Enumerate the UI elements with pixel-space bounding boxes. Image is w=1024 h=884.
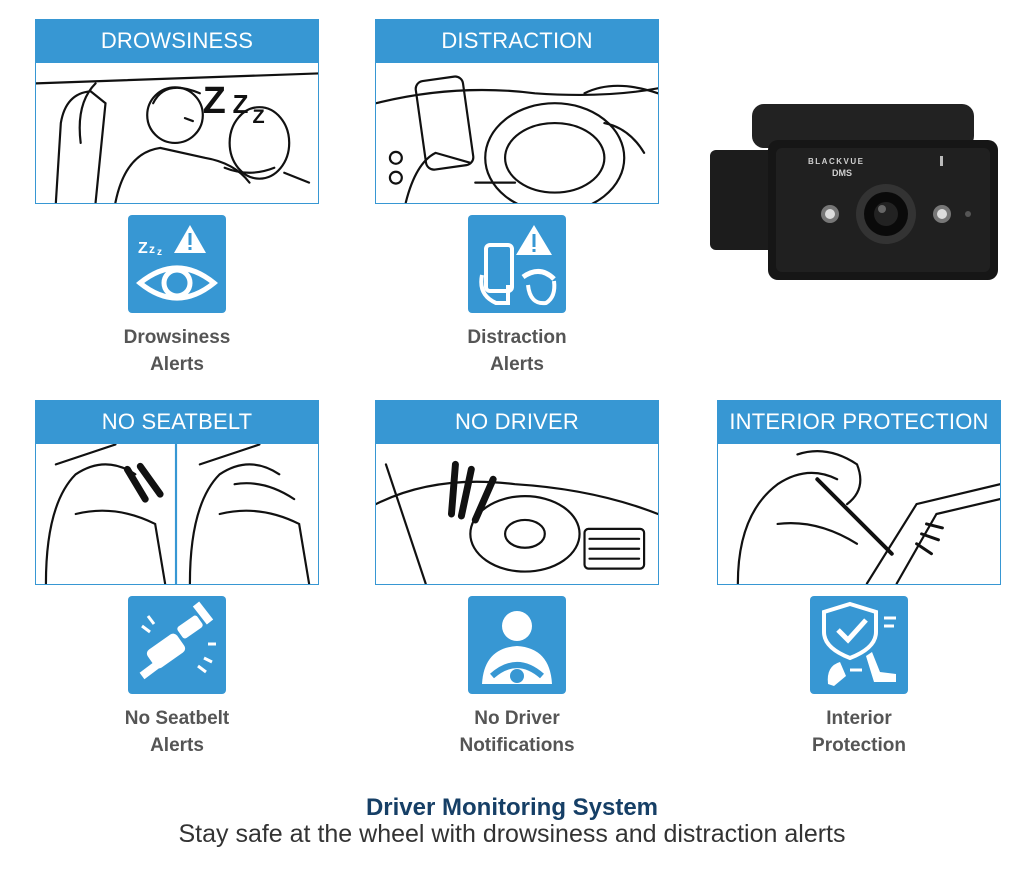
feature-card-drowsiness: DROWSINESS Z Z Z Z z z: [35, 19, 319, 375]
svg-text:Z: Z: [203, 79, 226, 121]
svg-text:Z: Z: [252, 106, 264, 128]
feature-banner: NO DRIVER: [375, 400, 659, 444]
camera-brand-label: BLACKVUE: [808, 157, 864, 166]
page-title: Driver Monitoring System: [365, 794, 659, 821]
empty-driver-seat-illustration: [375, 444, 659, 585]
break-in-illustration: [717, 444, 1001, 585]
feature-banner: DISTRACTION: [375, 19, 659, 63]
driver-wheel-icon: [468, 596, 566, 694]
feature-card-no-driver: NO DRIVER No Driver Notifications: [375, 400, 659, 756]
svg-text:Z: Z: [138, 240, 148, 257]
svg-text:z: z: [157, 247, 162, 258]
feature-card-interior-protection: INTERIOR PROTECTION Interior Protection: [717, 400, 1001, 756]
seatbelt-buckle-icon: [128, 596, 226, 694]
phone-driver-illustration: [375, 63, 659, 204]
feature-caption: Distraction Alerts: [467, 327, 567, 375]
feature-banner: INTERIOR PROTECTION: [717, 400, 1001, 444]
dms-camera-image: BLACKVUE DMS: [706, 100, 1002, 290]
feature-caption: No Driver Notifications: [459, 708, 575, 756]
svg-text:z: z: [149, 242, 155, 256]
feature-caption: No Seatbelt Alerts: [124, 708, 230, 756]
drowsy-driver-illustration: Z Z Z: [35, 63, 319, 204]
feature-banner: NO SEATBELT: [35, 400, 319, 444]
feature-caption: Drowsiness Alerts: [123, 327, 231, 375]
shield-seat-icon: [810, 596, 908, 694]
camera-model-label: DMS: [832, 168, 852, 178]
feature-banner: DROWSINESS: [35, 19, 319, 63]
drowsy-eye-icon: Z z z: [128, 215, 226, 313]
feature-card-no-seatbelt: NO SEATBELT No Seatbelt Alerts: [35, 400, 319, 756]
feature-caption: Interior Protection: [812, 708, 906, 756]
page-subtitle: Stay safe at the wheel with drowsiness a…: [178, 820, 846, 848]
seatbelt-illustration: [35, 444, 319, 585]
feature-card-distraction: DISTRACTION Distraction Alerts: [375, 19, 659, 375]
phone-hand-icon: [468, 215, 566, 313]
svg-text:Z: Z: [233, 91, 249, 119]
